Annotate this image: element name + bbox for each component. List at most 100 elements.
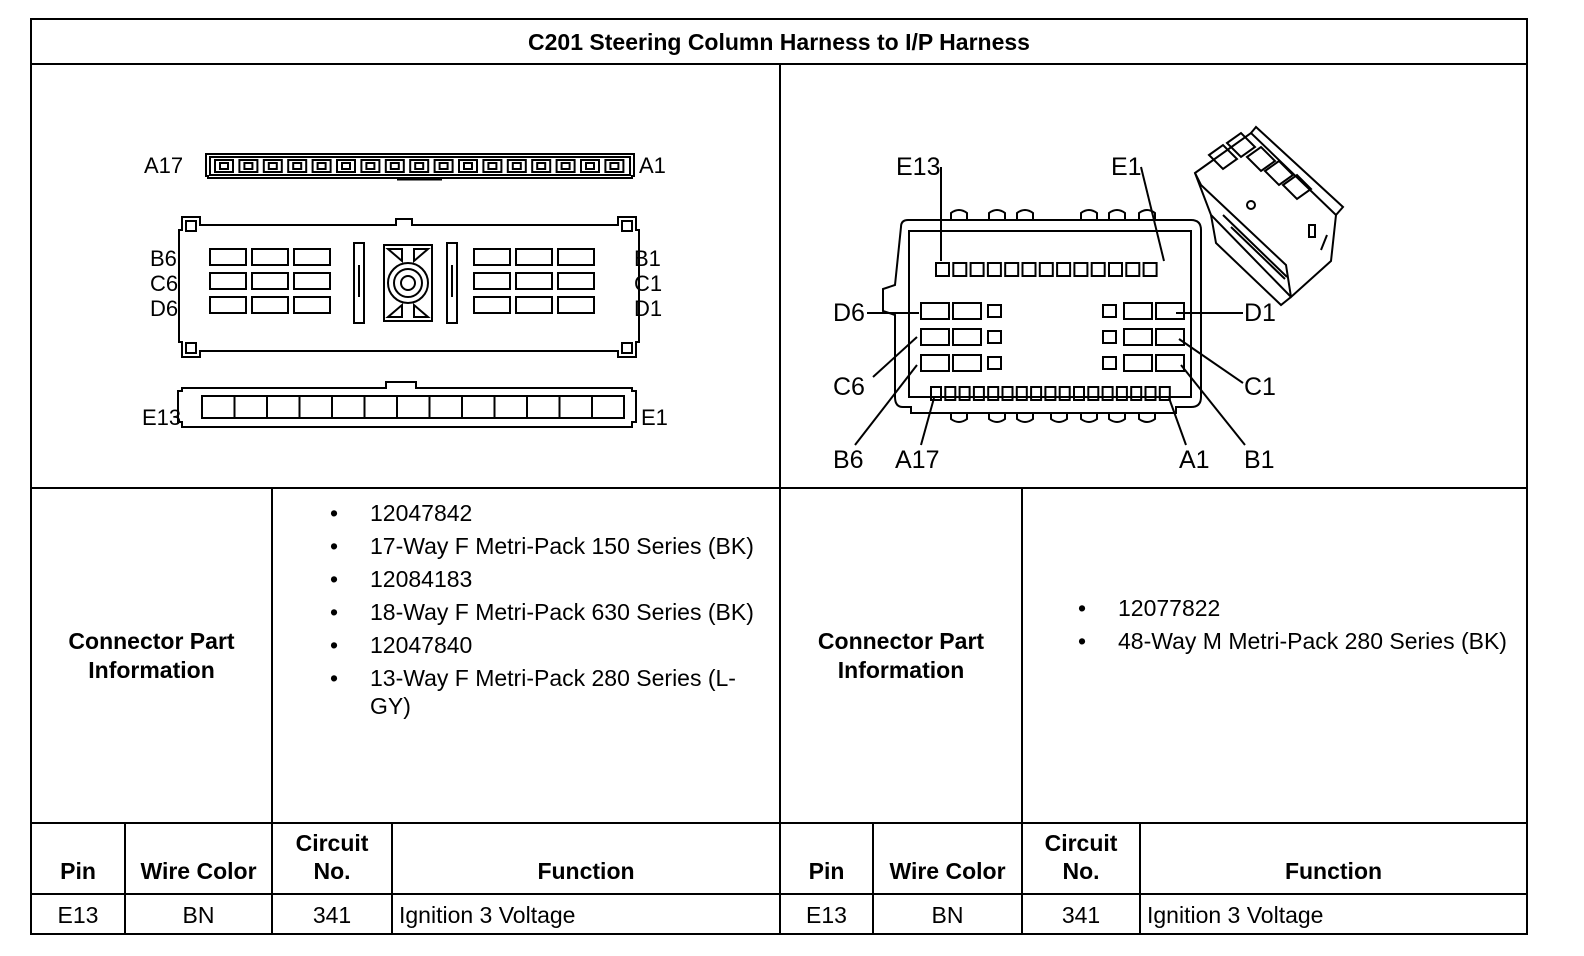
- middle-connector-cavities: [209, 248, 595, 314]
- cavity: [1102, 356, 1117, 370]
- cavity: [1058, 386, 1071, 401]
- a-connector-cavities: [214, 159, 625, 173]
- cavity: [952, 262, 968, 277]
- cavity: [920, 302, 950, 320]
- cavity: [1108, 262, 1123, 277]
- e-connector-body: [177, 381, 637, 428]
- part-info-text: 12084183: [370, 566, 473, 592]
- housing-bump: [1108, 209, 1126, 220]
- cavity: [1142, 262, 1158, 277]
- left-connector-diagram: A17 A1 B6 C6 D6 B1 C1 D1 E13 E1: [142, 153, 668, 430]
- page-title: C201 Steering Column Harness to I/P Harn…: [528, 28, 1030, 55]
- housing-inner: [908, 230, 1192, 398]
- e-row-cavities: [935, 262, 1158, 277]
- cavity: [1090, 262, 1106, 277]
- cavity: [251, 296, 289, 314]
- divider: [32, 822, 1526, 824]
- connector-part-list: • 12047842 • 17-Way F Metri-Pack 150 Series…: [322, 499, 774, 725]
- cavity-pin: [438, 162, 449, 170]
- cavity: [473, 296, 511, 314]
- cavity: [515, 248, 553, 266]
- cavity: [604, 159, 625, 173]
- connector-part-info-label: Connector Part Information: [817, 627, 985, 683]
- part-info-text: 18-Way F Metri-Pack 630 Series (BK): [370, 599, 754, 625]
- label-a1: A1: [1179, 446, 1210, 474]
- label-a17: A17: [895, 446, 939, 474]
- cavity-pin: [292, 162, 303, 170]
- bullet-icon: •: [1078, 628, 1087, 654]
- housing-bump: [1138, 413, 1156, 423]
- housing-bump: [1080, 209, 1098, 220]
- part-info-item: •12084183: [322, 565, 774, 593]
- cavity: [1087, 386, 1100, 401]
- cavity: [557, 296, 595, 314]
- cavity: [1123, 328, 1153, 346]
- header-wire-color: Wire Color: [889, 858, 1006, 884]
- divider: [779, 63, 781, 935]
- cavity: [482, 159, 503, 173]
- cavity: [920, 328, 950, 346]
- label-e13: E13: [142, 405, 181, 430]
- header-pin: Pin: [60, 858, 96, 884]
- cavity: [287, 159, 308, 173]
- housing-bump: [1080, 413, 1098, 423]
- cavity: [409, 159, 430, 173]
- cavity: [1101, 386, 1114, 401]
- cavity: [1155, 354, 1185, 372]
- bullet-icon: •: [330, 500, 339, 526]
- cavity: [1123, 354, 1153, 372]
- cavity-pin: [585, 162, 595, 170]
- cavity: [251, 272, 289, 290]
- part-info-item: • 12047842: [322, 499, 774, 527]
- cavity: [557, 248, 595, 266]
- cavity: [360, 159, 381, 173]
- cell-function: Ignition 3 Voltage: [1147, 901, 1324, 928]
- housing-bump: [988, 209, 1006, 220]
- header-pin: Pin: [808, 858, 845, 884]
- a-connector-inner: [209, 156, 631, 176]
- cavity: [935, 262, 950, 277]
- divider: [124, 822, 126, 935]
- bullet-icon: •: [330, 632, 339, 658]
- cavity: [1056, 262, 1072, 277]
- cavity-pin: [267, 162, 278, 170]
- cavity: [251, 248, 289, 266]
- divider: [32, 487, 1526, 489]
- cavity: [293, 296, 331, 314]
- cavity: [293, 248, 331, 266]
- cell-circuit: 341: [312, 901, 352, 928]
- label-a17: A17: [144, 153, 183, 178]
- label-b1: B1: [634, 246, 661, 271]
- e-connector-cavities: [233, 396, 593, 418]
- part-info-text: 12047842: [370, 500, 473, 526]
- cavity: [1073, 386, 1085, 401]
- connector-3d-view: [1193, 125, 1345, 307]
- housing-bump: [1016, 209, 1034, 220]
- cavity: [1102, 304, 1117, 318]
- cavity: [1144, 386, 1157, 401]
- cavity: [262, 159, 283, 173]
- cavity: [969, 262, 985, 277]
- part-info-item: • 18-Way F Metri-Pack 630 Series (BK): [322, 598, 774, 626]
- part-info-item: •12077822: [1070, 594, 1520, 622]
- bullet-icon: •: [330, 533, 339, 559]
- part-info-text: 13-Way F Metri-Pack 280 Series (L-GY): [370, 665, 736, 719]
- cavity: [515, 296, 553, 314]
- bullet-icon: •: [330, 599, 339, 625]
- label-d6: D6: [150, 296, 178, 321]
- divider: [271, 487, 273, 935]
- cavity: [209, 248, 247, 266]
- cavity-pin: [219, 162, 229, 170]
- cavity-pin: [536, 162, 547, 170]
- part-info-text: 17-Way F Metri-Pack 150 Series (BK): [370, 533, 754, 559]
- cavity: [1130, 386, 1143, 401]
- cavity: [1158, 386, 1171, 401]
- cavity: [1038, 262, 1054, 277]
- cavity: [515, 272, 553, 290]
- cavity: [987, 330, 1002, 344]
- cavity: [987, 386, 1000, 401]
- cavity: [987, 356, 1002, 370]
- cavity: [506, 159, 527, 173]
- label-b6: B6: [833, 446, 864, 474]
- part-info-text: 48-Way M Metri-Pack 280 Series (BK): [1118, 628, 1507, 654]
